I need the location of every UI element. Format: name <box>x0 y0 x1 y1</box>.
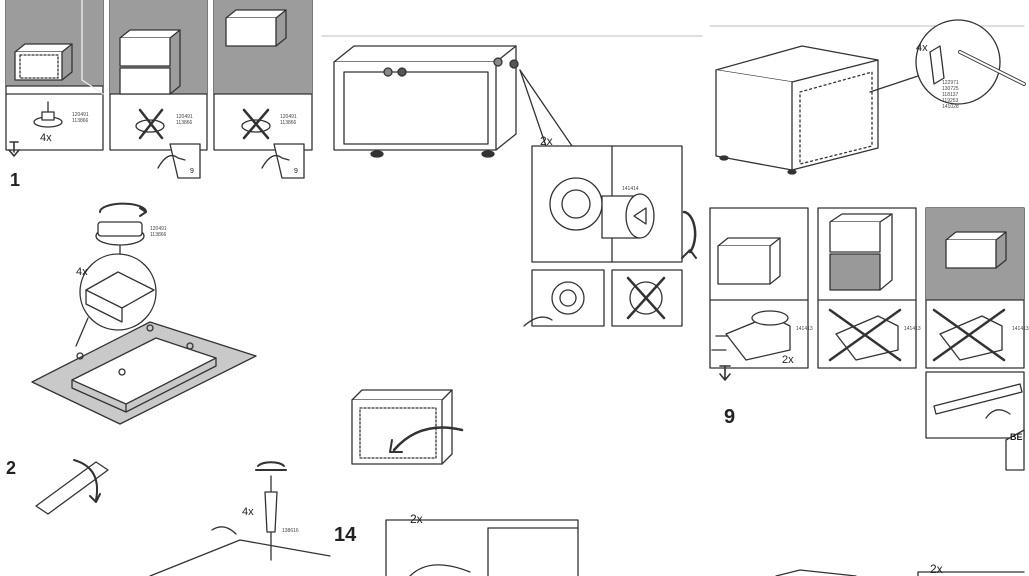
part-code-foot-1: 120491 113866 <box>72 112 89 124</box>
qty-screws: 4x <box>76 266 88 278</box>
right-panels <box>709 207 1025 471</box>
part-code-foot-2: 120491 113866 <box>176 114 193 126</box>
step-14-box <box>385 519 579 576</box>
partial-label: BE <box>1010 432 1023 442</box>
qty-knob: 2x <box>540 134 553 148</box>
cabinet-rotating <box>351 389 464 465</box>
qty-bracket: 2x <box>782 354 794 366</box>
step-number-14: 14 <box>334 524 357 546</box>
qty-bottom: 2x <box>410 512 423 526</box>
step-2-tool <box>35 459 109 515</box>
foot-assembly-on-rug <box>31 202 257 425</box>
part-code-screw: 138616 <box>282 528 299 534</box>
part-code-foot-4: 120491 113866 <box>150 226 167 238</box>
part-code-pin: 122971 130725 118137 119253 141028 <box>942 80 959 110</box>
part-code-bracket-1: 141413 <box>796 326 813 332</box>
bottom-right-fragments <box>775 569 1025 576</box>
cabinet-right <box>709 19 1026 175</box>
part-code-foot-3: 120491 113866 <box>280 114 297 126</box>
step-number-2: 2 <box>6 458 17 478</box>
screw-detail <box>149 461 331 576</box>
qty-screws-bottom: 4x <box>242 506 254 518</box>
step-number-9: 9 <box>724 406 736 428</box>
cabinet-main <box>321 35 703 158</box>
qty-feet: 4x <box>40 132 52 144</box>
qty-pin: 4x <box>916 42 928 54</box>
knob-detail <box>523 145 697 327</box>
page-ref-b: 9 <box>294 168 298 175</box>
part-code-bracket-3: 141413 <box>1012 326 1029 332</box>
qty-bottom-right: 2x <box>930 562 943 576</box>
part-code-knob: 141414 <box>622 186 639 192</box>
part-code-bracket-2: 141413 <box>904 326 921 332</box>
page-ref-a: 9 <box>190 168 194 175</box>
step-number-1: 1 <box>10 170 21 190</box>
top-left-panels <box>5 0 313 179</box>
